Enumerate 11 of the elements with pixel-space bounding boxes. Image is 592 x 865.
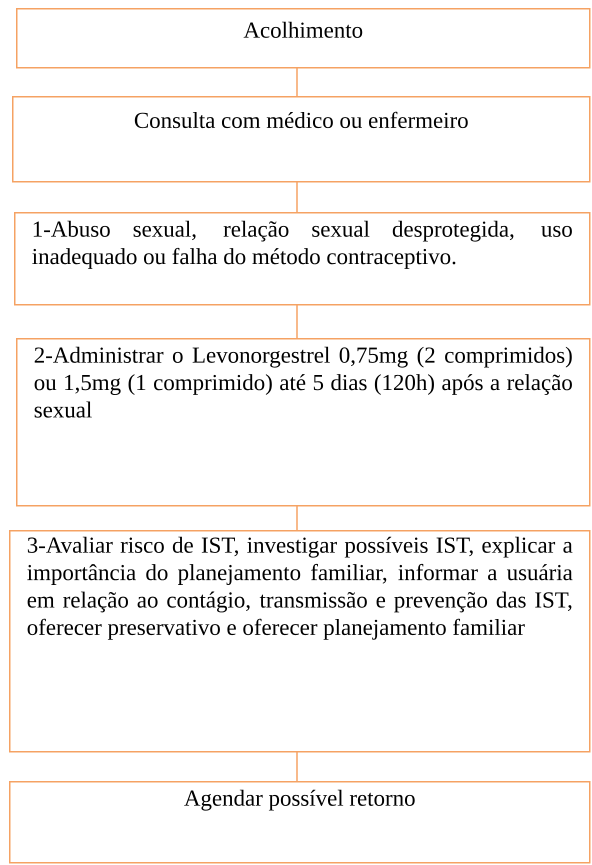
connector-line xyxy=(296,68,298,96)
connector-line xyxy=(296,306,298,338)
process-box: 2-Administrar o Levonorgestrel 0,75mg (2 comprimidos) ou 1,5mg (1 comprimido) até 5 dias (120h) após a relação sexual xyxy=(16,338,590,506)
process-box: 1-Abuso sexual, relação sexual desprotegida, uso inadequado ou falha do método contraceptivo. xyxy=(14,212,590,306)
process-box: Agendar possível retorno xyxy=(9,781,590,864)
process-box: Consulta com médico ou enfermeiro xyxy=(12,96,590,182)
connector-line xyxy=(296,182,298,212)
process-box: 3-Avaliar risco de IST, investigar possíveis IST, explicar a importância do planejamento familiar, informar a usuária em relação ao contágio, transmissão e prevenção das IST, oferecer preservativo e oferecer planejamento familiar xyxy=(9,530,590,752)
connector-line xyxy=(296,506,298,530)
process-box: Acolhimento xyxy=(16,8,590,68)
connector-line xyxy=(296,752,298,781)
